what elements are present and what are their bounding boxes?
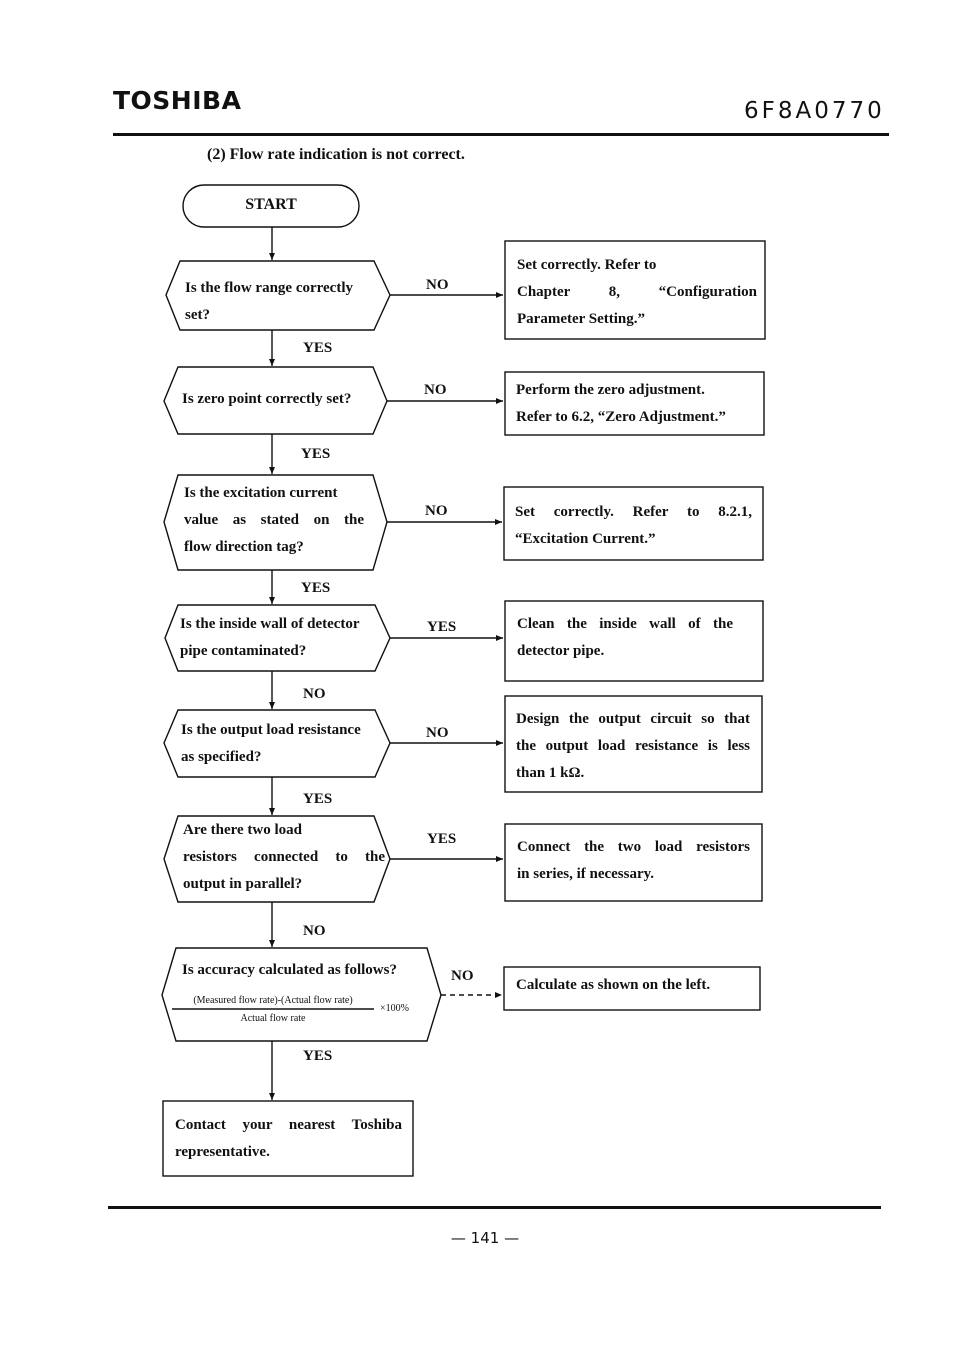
down-label-1: YES bbox=[303, 340, 333, 356]
action-1-text: Set correctly. Refer to Chapter 8, “Conf… bbox=[517, 252, 757, 333]
action-box-7 bbox=[503, 966, 761, 1011]
side-label-7: NO bbox=[451, 968, 474, 984]
decision-4-line-2: pipe contaminated? bbox=[180, 643, 307, 659]
side-label-3: NO bbox=[425, 503, 448, 519]
action-4-line-1: Clean the inside wall of the bbox=[517, 616, 733, 632]
decision-3-line-1: Is the excitation current bbox=[184, 485, 338, 501]
down-label-2: YES bbox=[301, 446, 331, 462]
decision-7-line-1: Is accuracy calculated as follows? bbox=[182, 962, 397, 978]
action-box-4 bbox=[504, 600, 764, 682]
action-box-2 bbox=[504, 371, 765, 436]
action-5-text: Design the output circuit so that the ou… bbox=[516, 706, 750, 787]
action-2-line-2: Refer to 6.2, “Zero Adjustment.” bbox=[516, 409, 726, 425]
action-4-text: Clean the inside wall of the detector pi… bbox=[517, 611, 733, 665]
decision-1-line-2: set? bbox=[185, 307, 210, 323]
decision-1-shape bbox=[165, 260, 391, 331]
action-2-line-1: Perform the zero adjustment. bbox=[516, 382, 705, 398]
header-rule bbox=[113, 133, 889, 136]
terminal-line-2: representative. bbox=[175, 1144, 270, 1160]
action-box-3 bbox=[503, 486, 764, 561]
decision-2-shape bbox=[163, 366, 388, 435]
decision-5-line-1: Is the output load resistance bbox=[181, 722, 361, 738]
action-2-text: Perform the zero adjustment. Refer to 6.… bbox=[516, 377, 761, 431]
decision-5-line-2: as specified? bbox=[181, 749, 262, 765]
action-6-line-2: in series, if necessary. bbox=[517, 866, 655, 882]
section-title: (2) Flow rate indication is not correct. bbox=[207, 146, 465, 163]
decision-4-shape bbox=[164, 604, 391, 672]
action-6-line-1: Connect the two load resistors bbox=[517, 839, 750, 855]
brand-logo: TOSHIBA bbox=[113, 86, 242, 115]
decision-3-text: Is the excitation current value as state… bbox=[184, 480, 364, 561]
action-5-line-1: Design the output circuit so that bbox=[516, 711, 750, 727]
decision-4-text: Is the inside wall of detector pipe cont… bbox=[180, 611, 385, 665]
action-3-text: Set correctly. Refer to 8.2.1, “Excitati… bbox=[515, 499, 752, 553]
decision-2-text: Is zero point correctly set? bbox=[182, 386, 382, 413]
formula-denominator: Actual flow rate bbox=[240, 1013, 306, 1024]
down-label-6: NO bbox=[303, 923, 326, 939]
action-box-1 bbox=[504, 240, 766, 340]
side-label-4: YES bbox=[427, 619, 457, 635]
decision-4-line-1: Is the inside wall of detector bbox=[180, 616, 360, 632]
decision-6-line-2: resistors connected to the bbox=[183, 849, 385, 865]
decision-2-line-1: Is zero point correctly set? bbox=[182, 391, 352, 407]
decision-6-shape bbox=[163, 815, 391, 903]
terminal-line-1: Contact your nearest Toshiba bbox=[175, 1117, 402, 1133]
decision-1-text: Is the flow range correctly set? bbox=[185, 275, 380, 329]
terminal-box bbox=[162, 1100, 414, 1177]
action-1-line-1: Set correctly. Refer to bbox=[517, 257, 657, 273]
action-5-line-2: the output load resistance is less bbox=[516, 738, 750, 754]
down-label-4: NO bbox=[303, 686, 326, 702]
action-7-line-1: Calculate as shown on the left. bbox=[516, 977, 711, 993]
action-4-line-2: detector pipe. bbox=[517, 643, 605, 659]
action-6-text: Connect the two load resistors in series… bbox=[517, 834, 750, 888]
side-label-2: NO bbox=[424, 382, 447, 398]
decision-3-shape bbox=[163, 474, 388, 571]
side-label-1: NO bbox=[426, 277, 449, 293]
start-label: START bbox=[245, 196, 297, 213]
side-label-5: NO bbox=[426, 725, 449, 741]
terminal-box-text: Contact your nearest Toshiba representat… bbox=[175, 1112, 402, 1166]
decision-5-shape bbox=[163, 709, 391, 778]
action-5-line-3: than 1 kΩ. bbox=[516, 765, 585, 781]
decision-5-text: Is the output load resistance as specifi… bbox=[181, 717, 386, 771]
action-7-text: Calculate as shown on the left. bbox=[516, 972, 756, 999]
decision-3-line-2: value as stated on the bbox=[184, 512, 364, 528]
down-label-5: YES bbox=[303, 791, 333, 807]
decision-7-shape bbox=[161, 947, 442, 1042]
side-label-6: YES bbox=[427, 831, 457, 847]
down-label-7: YES bbox=[303, 1048, 333, 1064]
formula-multiplier: ×100% bbox=[380, 1003, 409, 1014]
action-box-5 bbox=[504, 695, 763, 793]
decision-6-line-3: output in parallel? bbox=[183, 876, 303, 892]
decision-3-line-3: flow direction tag? bbox=[184, 539, 304, 555]
action-box-6 bbox=[504, 823, 763, 902]
document-number: 6F8A0770 bbox=[744, 98, 885, 124]
action-1-line-2: Chapter 8, “Configuration bbox=[517, 284, 757, 300]
action-1-line-3: Parameter Setting.” bbox=[517, 311, 646, 327]
footer-rule bbox=[108, 1206, 881, 1209]
decision-7-text: Is accuracy calculated as follows? bbox=[182, 957, 432, 984]
formula-numerator: (Measured flow rate)-(Actual flow rate) bbox=[193, 995, 353, 1006]
decision-6-text: Are there two load resistors connected t… bbox=[183, 817, 385, 898]
action-3-line-2: “Excitation Current.” bbox=[515, 531, 656, 547]
page-number: — 141 — bbox=[450, 1229, 520, 1247]
decision-1-line-1: Is the flow range correctly bbox=[185, 280, 354, 296]
action-3-line-1: Set correctly. Refer to 8.2.1, bbox=[515, 504, 752, 520]
decision-6-line-1: Are there two load bbox=[183, 822, 303, 838]
start-terminal bbox=[182, 184, 360, 228]
down-label-3: YES bbox=[301, 580, 331, 596]
